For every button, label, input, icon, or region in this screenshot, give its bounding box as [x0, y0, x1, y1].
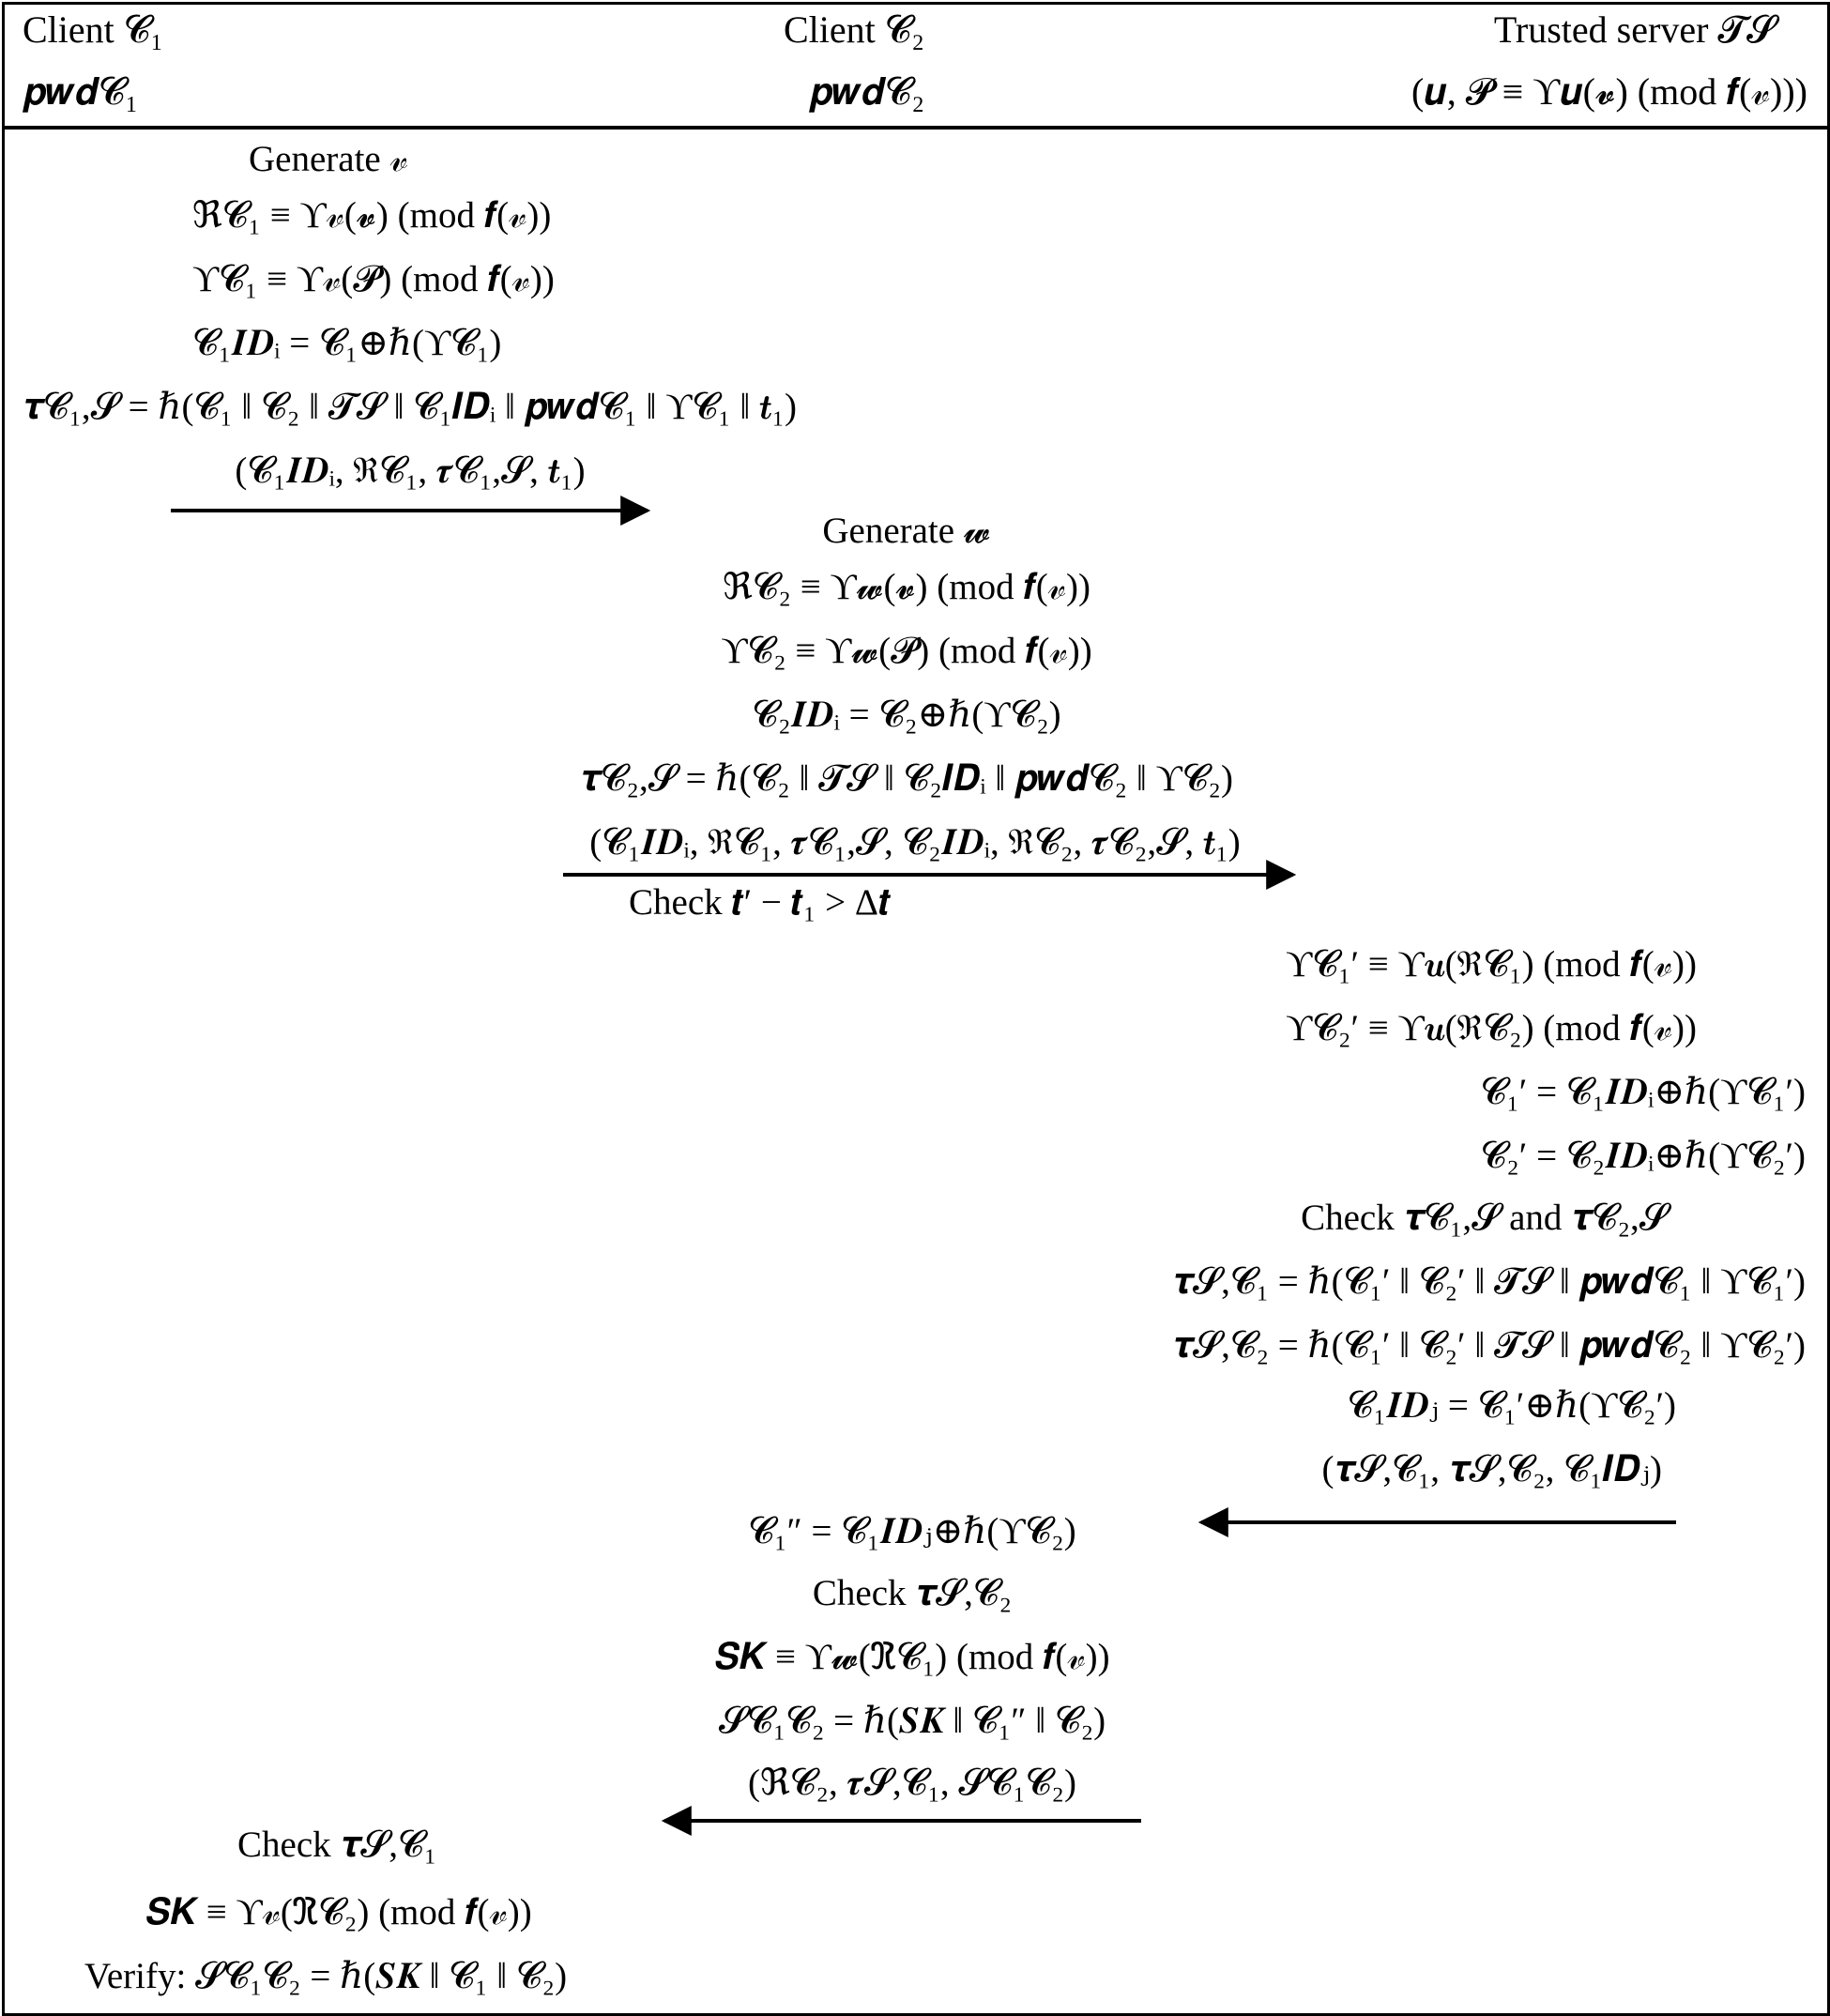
client2-password: 𝒑𝒘𝒅𝓒₂ — [809, 70, 925, 113]
message4-label: (ℜ𝓒₂, 𝝉𝓢,𝓒₁, 𝓢𝓒₁𝓒₂) — [748, 1763, 1076, 1803]
server-title: Trusted server 𝓣𝓢 — [1493, 8, 1776, 51]
client2-C1-double-prime: 𝓒₁″ = 𝓒₁𝑰𝑫ⱼ⊕ℏ(ϒ𝓒₂) — [748, 1511, 1076, 1551]
client1-verify-equation: Verify: 𝓢𝓒₁𝓒₂ = ℏ(𝑺𝑲 ‖ 𝓒₁ ‖ 𝓒₂) — [84, 1956, 568, 1996]
client1-generate-v: Generate 𝓋 — [249, 139, 408, 179]
header-divider — [2, 126, 1830, 130]
client2-ID-equation: 𝓒₂𝑰𝑫ᵢ = 𝓒₂⊕ℏ(ϒ𝓒₂) — [752, 695, 1061, 735]
server-tau-S-C2: 𝝉𝓢,𝓒₂ = ℏ(𝓒₁′ ‖ 𝓒₂′ ‖ 𝓣𝓢 ‖ 𝒑𝒘𝒅𝓒₂ ‖ ϒ𝓒₂′) — [1172, 1325, 1806, 1366]
client1-Y-equation: ϒ𝓒₁ ≡ ϒ𝓋(𝓟) (mod 𝒇(𝓋)) — [192, 259, 555, 299]
server-Y1-prime: ϒ𝓒₁′ ≡ ϒ𝒖(ℜ𝓒₁) (mod 𝒇(𝓋)) — [1286, 944, 1697, 985]
client2-tau-equation: 𝝉𝓒₂,𝓢 = ℏ(𝓒₂ ‖ 𝓣𝓢 ‖ 𝓒₂𝑰𝑫ᵢ ‖ 𝒑𝒘𝒅𝓒₂ ‖ ϒ𝓒₂) — [580, 758, 1233, 799]
client2-check-tau: Check 𝝉𝓢,𝓒₂ — [812, 1573, 1013, 1613]
client2-title: Client 𝓒₂ — [784, 8, 925, 51]
client1-tau-equation: 𝝉𝓒₁,𝓢 = ℏ(𝓒₁ ‖ 𝓒₂ ‖ 𝓣𝓢 ‖ 𝓒₁𝑰𝑫ᵢ ‖ 𝒑𝒘𝒅𝓒₁ ‖… — [23, 387, 797, 427]
client1-R-equation: ℜ𝓒₁ ≡ ϒ𝓋(𝓿) (mod 𝒇(𝓋)) — [192, 195, 552, 236]
client2-S-equation: 𝓢𝓒₁𝓒₂ = ℏ(𝑺𝑲 ‖ 𝓒₁″ ‖ 𝓒₂) — [718, 1701, 1106, 1741]
client2-Y-equation: ϒ𝓒₂ ≡ ϒ𝔀(𝓟) (mod 𝒇(𝓋)) — [721, 631, 1092, 671]
client2-R-equation: ℜ𝓒₂ ≡ ϒ𝔀(𝓿) (mod 𝒇(𝓋)) — [723, 567, 1090, 607]
server-C2-prime: 𝓒₂′ = 𝓒₂𝑰𝑫ᵢ⊕ℏ(ϒ𝓒₂′) — [1480, 1136, 1806, 1176]
client1-check-tau: Check 𝝉𝓢,𝓒₁ — [237, 1825, 437, 1865]
server-C1-prime: 𝓒₁′ = 𝓒₁𝑰𝑫ᵢ⊕ℏ(ϒ𝓒₁′) — [1480, 1072, 1806, 1112]
server-secret: (𝒖, 𝓟 ≡ ϒ𝒖(𝓿) (mod 𝒇(𝓋))) — [1411, 70, 1807, 113]
server-check-tau: Check 𝝉𝓒₁,𝓢 and 𝝉𝓒₂,𝓢 — [1301, 1198, 1668, 1238]
client2-generate-w: Generate 𝔀 — [822, 511, 991, 551]
message1-label: (𝓒₁𝑰𝑫ᵢ, ℜ𝓒₁, 𝝉𝓒₁,𝓢, 𝒕₁) — [235, 451, 586, 491]
client1-ID-equation: 𝓒₁𝑰𝑫ᵢ = 𝓒₁⊕ℏ(ϒ𝓒₁) — [192, 323, 502, 363]
message2-label: (𝓒₁𝑰𝑫ᵢ, ℜ𝓒₁, 𝝉𝓒₁,𝓢, 𝓒₂𝑰𝑫ᵢ, ℜ𝓒₂, 𝝉𝓒₂,𝓢, 𝒕… — [589, 822, 1241, 863]
server-tau-S-C1: 𝝉𝓢,𝓒₁ = ℏ(𝓒₁′ ‖ 𝓒₂′ ‖ 𝓣𝓢 ‖ 𝒑𝒘𝒅𝓒₁ ‖ ϒ𝓒₁′) — [1172, 1261, 1806, 1302]
server-Y2-prime: ϒ𝓒₂′ ≡ ϒ𝒖(ℜ𝓒₂) (mod 𝒇(𝓋)) — [1286, 1008, 1697, 1048]
client2-SK-equation: 𝑺𝑲 ≡ ϒ𝔀(ℜ𝓒₁) (mod 𝒇(𝓋)) — [714, 1637, 1110, 1677]
client1-password: 𝒑𝒘𝒅𝓒₁ — [23, 70, 139, 113]
client1-SK-equation: 𝑺𝑲 ≡ ϒ𝓋(ℜ𝓒₂) (mod 𝒇(𝓋)) — [145, 1892, 532, 1932]
message3-label: (𝝉𝓢,𝓒₁, 𝝉𝓢,𝓒₂, 𝓒₁𝑰𝑫ⱼ) — [1321, 1449, 1662, 1489]
server-C1-IDj: 𝓒₁𝑰𝑫ⱼ = 𝓒₁′⊕ℏ(ϒ𝓒₂′) — [1347, 1385, 1676, 1426]
check-time-label: Check 𝒕′ − 𝒕₁ > Δ𝒕 — [629, 882, 892, 923]
client1-title: Client 𝓒₁ — [23, 8, 164, 51]
